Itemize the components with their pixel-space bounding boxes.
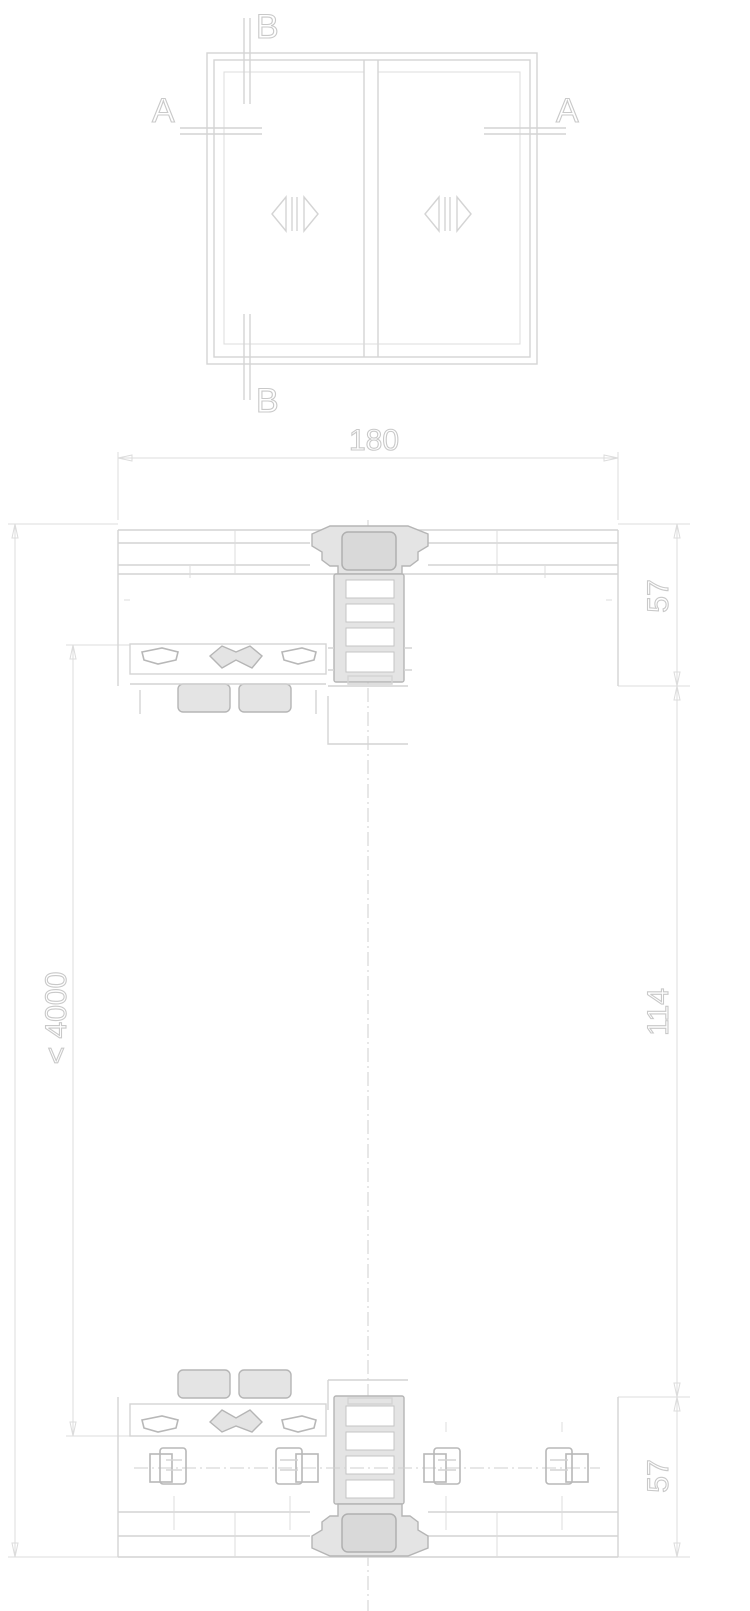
- dim-middle-label: 114: [642, 988, 675, 1036]
- dim-top-label: 57: [642, 579, 675, 612]
- dimension-right-stack: 57 114 57: [618, 523, 690, 1558]
- dimension-width: 180: [117, 423, 619, 520]
- sliding-arrow-icon: [424, 195, 472, 233]
- section-a-label-left: A: [152, 92, 175, 130]
- sliding-arrow-icon: [271, 195, 319, 233]
- bottom-profile-section: [117, 1369, 619, 1558]
- roller-icon: [149, 1447, 187, 1485]
- roller-icon: [423, 1447, 461, 1485]
- dim-max-height-label: < 4000: [40, 972, 73, 1065]
- dim-width-label: 180: [349, 424, 399, 457]
- left-sash: [223, 71, 365, 345]
- section-cut-a: A A: [151, 91, 580, 135]
- section-a-label-right: A: [556, 92, 579, 130]
- dimension-overall-height: [8, 523, 118, 1558]
- dimension-max-height: < 4000: [39, 644, 130, 1437]
- gasket-brush: [341, 1513, 397, 1553]
- top-profile-section: [117, 525, 619, 745]
- section-b-label-top: B: [256, 8, 279, 46]
- section-b-label-bottom: B: [256, 382, 279, 420]
- outer-frame: [206, 52, 538, 365]
- window-elevation: A A B B: [151, 7, 580, 421]
- inner-frame: [213, 59, 531, 358]
- roller-icon: [545, 1447, 589, 1485]
- dim-bottom-label: 57: [642, 1459, 675, 1492]
- roller-icon: [275, 1447, 319, 1485]
- right-sash: [377, 71, 521, 345]
- gasket-brush: [341, 531, 397, 571]
- section-cut-b: B B: [243, 7, 279, 421]
